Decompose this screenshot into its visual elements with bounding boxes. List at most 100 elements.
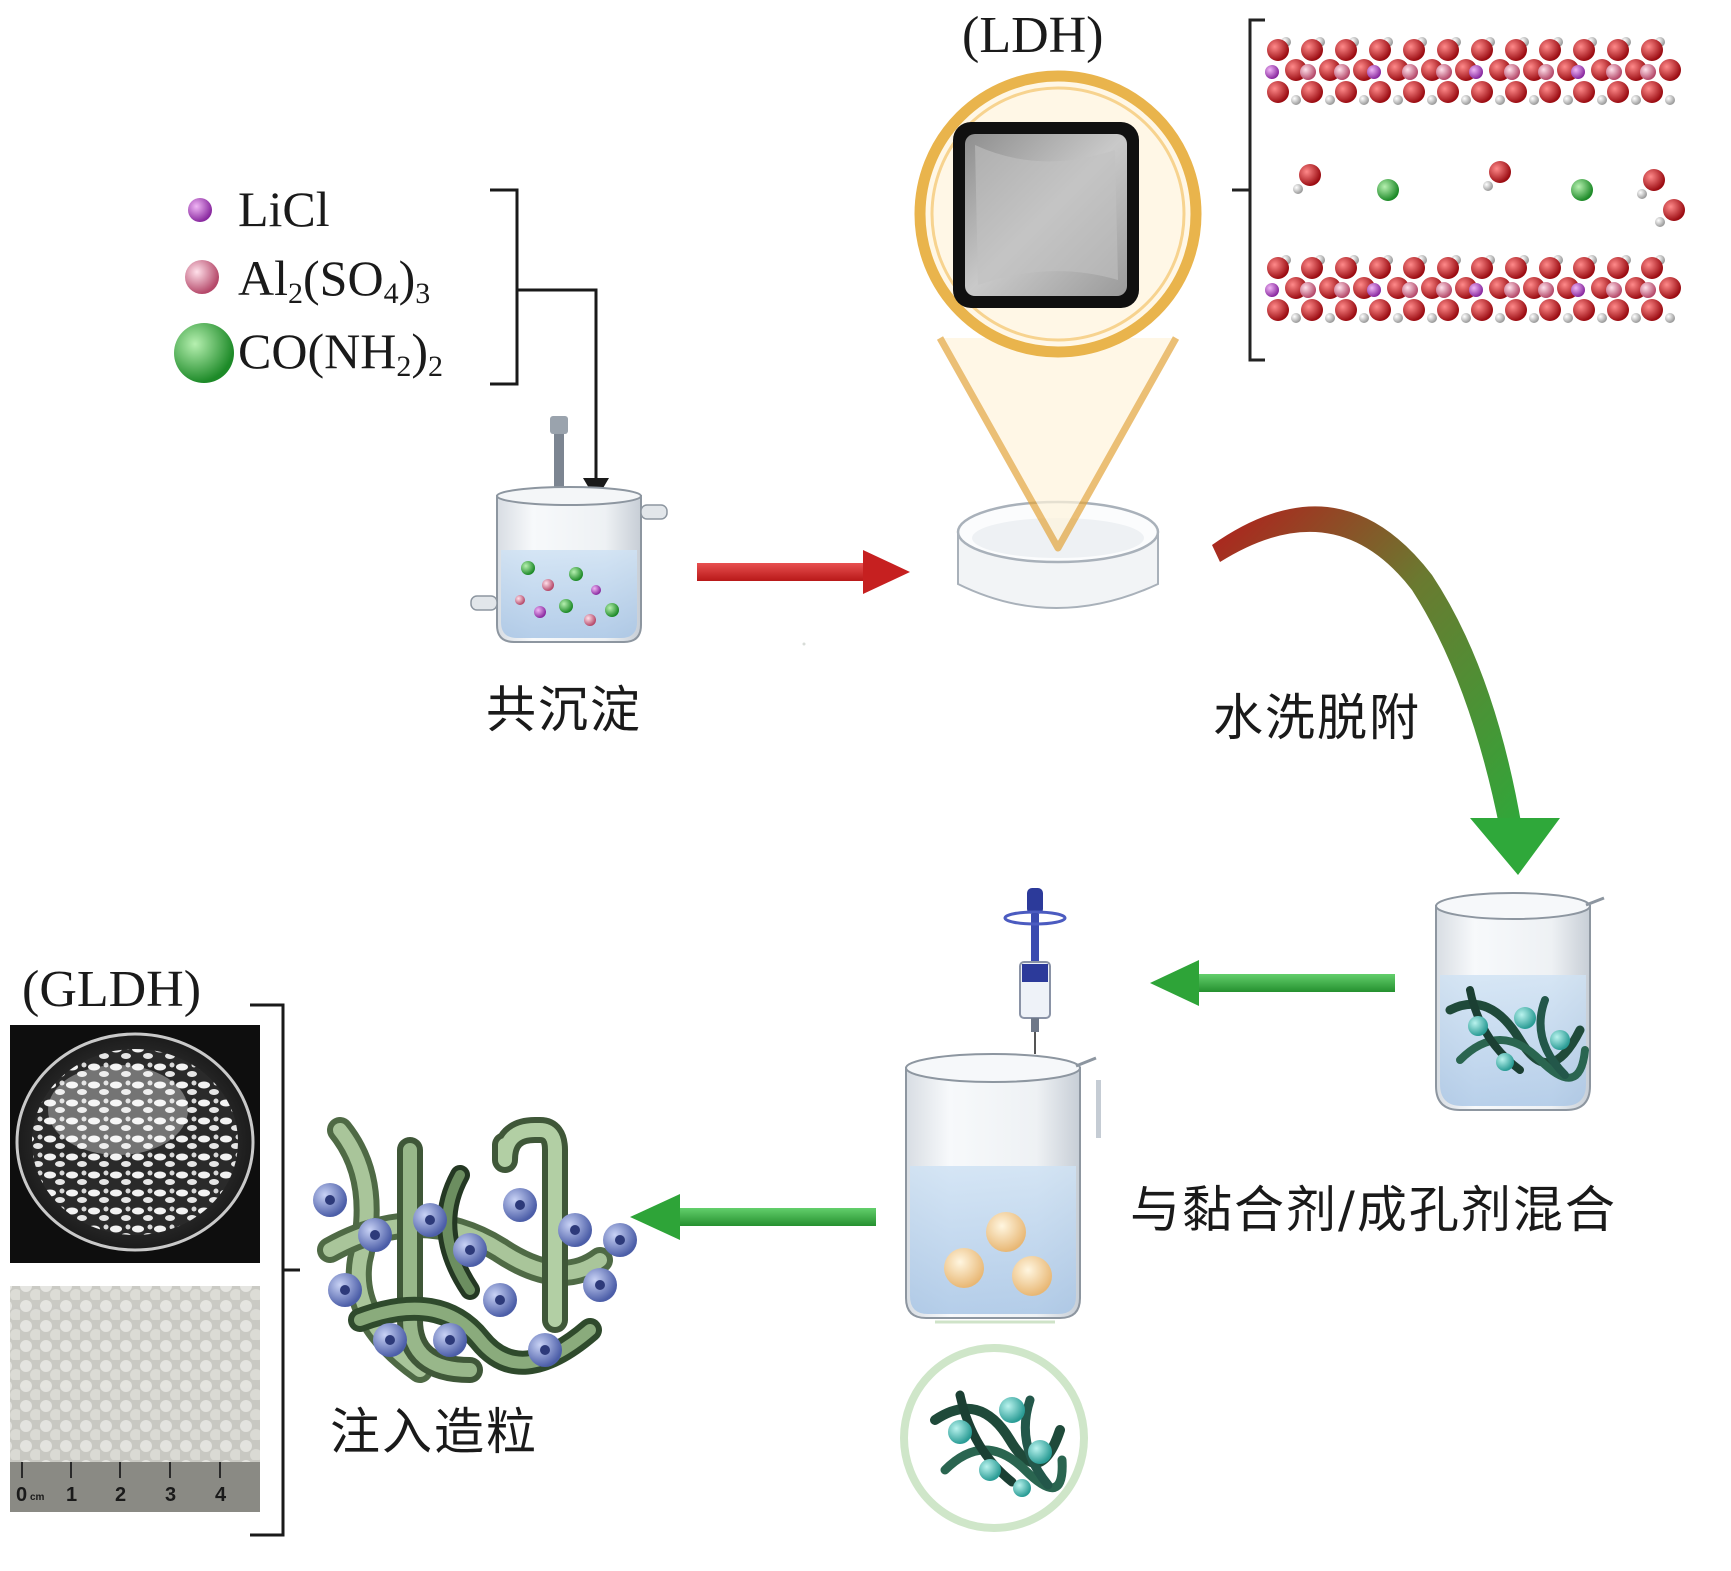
hydroxide-layer-bottom [1265,255,1681,323]
oxygen-atom [1471,257,1493,279]
hydrogen-atom [1483,181,1493,191]
ruler-tick: 3 [165,1484,177,1506]
ldh-particle-core [340,1285,350,1295]
left-arrow-icon-1 [1150,960,1395,1006]
oxygen-atom [1403,39,1425,61]
syringe-icon [1003,888,1067,1054]
oxygen-atom [1505,257,1527,279]
oxygen-atom [1267,39,1289,61]
oxygen-atom [1641,299,1663,321]
oxygen-atom [1403,299,1425,321]
oxygen-atom [1471,39,1493,61]
lithium-atom [1571,65,1585,79]
hydrogen-atom [1529,95,1539,105]
gldh-bracket [250,1003,300,1537]
oxygen-atom [1641,81,1663,103]
hydrogen-atom [1325,313,1335,323]
granulation-beaker [905,1053,1101,1319]
aluminum-atom [1504,282,1520,298]
oxygen-atom [1489,161,1511,183]
oxygen-atom [1573,39,1595,61]
oxygen-atom [1267,257,1289,279]
ruler-tick: 2 [115,1484,127,1506]
curved-arrow-icon [1212,506,1560,875]
hydrogen-atom [1461,95,1471,105]
ruler-unit: cm [30,1492,45,1503]
hydrogen-atom [1359,313,1369,323]
washed-beaker [1435,892,1605,1111]
ldh-particle-core [495,1295,505,1305]
oxygen-atom [1403,81,1425,103]
bead [1012,1256,1052,1296]
gldh-composite-structure [313,1117,637,1383]
ldh-particle-core [325,1195,335,1205]
oxygen-atom [1641,257,1663,279]
oxygen-atom [1641,39,1663,61]
oxygen-atom [1369,81,1391,103]
oxygen-atom [1301,299,1323,321]
hydrogen-atom [1563,95,1573,105]
chloride-ion [1571,179,1593,201]
oxygen-atom [1301,39,1323,61]
aluminum-atom [1334,282,1350,298]
reagent-label-urea: CO(NH2)2 [238,322,443,384]
ldh-particle-core [595,1280,605,1290]
al2so43-ball-icon [185,260,219,294]
licl-ball-icon [188,198,212,222]
oxygen-atom [1607,299,1629,321]
aluminum-atom [1640,282,1656,298]
reagent-formula: LiCl [238,181,330,237]
hydrogen-atom [1427,313,1437,323]
ruler-tick: 0 [16,1484,28,1506]
hydrogen-atom [1495,95,1505,105]
hydrogen-atom [1563,313,1573,323]
oxygen-atom [1471,81,1493,103]
oxygen-atom [1663,199,1685,221]
oxygen-atom [1267,299,1289,321]
step-label-injection-granulation: 注入造粒 [330,1403,538,1461]
oxygen-atom [1659,277,1681,299]
ldh-particle-core [465,1245,475,1255]
aluminum-atom [1538,64,1554,80]
oxygen-atom [1335,81,1357,103]
oxygen-atom [1505,299,1527,321]
interlayer-ions [1293,161,1685,227]
oxygen-atom [1335,299,1357,321]
ruler [10,1462,260,1512]
hydrogen-atom [1427,95,1437,105]
oxygen-atom [1539,299,1561,321]
reagent-label-licl: LiCl [238,180,330,238]
oxygen-atom [1539,81,1561,103]
oxygen-atom [1335,39,1357,61]
ruler-tick: 4 [215,1484,227,1506]
bead [986,1212,1026,1252]
oxygen-atom [1573,257,1595,279]
gldh-ldh-particles [313,1183,637,1367]
oxygen-atom [1643,169,1665,191]
oxygen-atom [1607,81,1629,103]
oxygen-atom [1369,257,1391,279]
hydrogen-atom [1529,313,1539,323]
ldh-particle-core [370,1230,380,1240]
oxygen-atom [1369,299,1391,321]
reagent-formula: Al2(SO4)3 [238,250,431,310]
hydrogen-atom [1637,189,1647,199]
ldh-powder-photo [953,122,1139,308]
aluminum-atom [1606,282,1622,298]
aluminum-atom [1334,64,1350,80]
oxygen-atom [1301,257,1323,279]
lithium-atom [1469,65,1483,79]
oxygen-atom [1335,257,1357,279]
hydrogen-atom [1631,313,1641,323]
bead-zoom-lens [900,1320,1088,1532]
hydrogen-atom [1631,95,1641,105]
hydrogen-atom [1665,95,1675,105]
ldh-particle-core [615,1235,625,1245]
oxygen-atom [1437,39,1459,61]
ldh-particle-core [445,1335,455,1345]
lithium-atom [1571,283,1585,297]
hydrogen-atom [1359,95,1369,105]
oxygen-atom [1437,299,1459,321]
oxygen-atom [1573,299,1595,321]
